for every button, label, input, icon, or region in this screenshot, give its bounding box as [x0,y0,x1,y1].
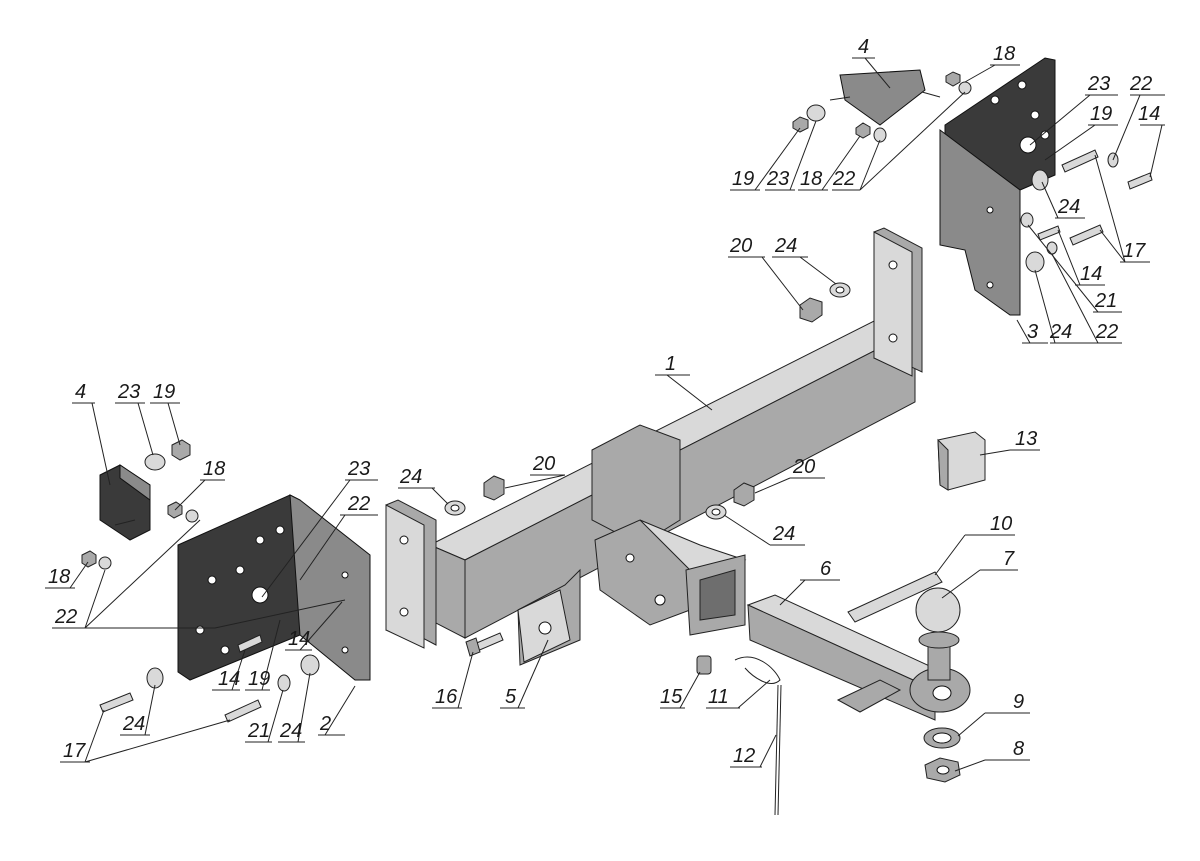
label-24-f: 24 [1057,196,1080,218]
label-19-d: 19 [1090,103,1112,125]
label-23-d: 23 [1087,73,1110,95]
part-labels: 1 2 3 4 4 5 6 7 8 9 10 11 12 13 14 14 14… [48,36,1160,767]
label-22-e: 22 [1095,321,1118,343]
r-clip [734,656,781,684]
left-end-plate [385,499,437,649]
left-hardware [81,439,320,723]
sensor-bracket [517,568,581,666]
right-end-plate [873,227,923,377]
label-14-d: 14 [1080,263,1102,285]
lock-washer [923,727,961,749]
nut-20-right [733,482,755,507]
right-side-bracket [939,57,1056,316]
label-5: 5 [505,686,517,708]
label-18-d: 18 [800,168,822,190]
draw-bar [746,594,971,721]
label-23-a: 23 [117,381,140,403]
label-6: 6 [820,558,832,580]
bolt-16 [465,632,504,657]
label-20-mid: 20 [532,453,555,475]
label-22-a: 22 [54,606,77,628]
leader-lines [45,57,1165,772]
label-17-right: 17 [1123,240,1146,262]
washer-24-top [829,282,851,298]
label-1: 1 [665,353,676,375]
label-16: 16 [435,686,458,708]
label-14-c: 14 [1138,103,1160,125]
label-21-right: 21 [1094,290,1117,312]
label-4-left: 4 [75,381,86,403]
label-24-a: 24 [399,466,422,488]
label-20-right: 20 [792,456,815,478]
label-11: 11 [708,686,729,708]
ball-nut [924,757,961,783]
label-14-a: 14 [218,668,240,690]
label-4-right: 4 [858,36,869,58]
label-19-a: 19 [153,381,175,403]
label-19-b: 19 [248,668,270,690]
label-18-c: 18 [993,43,1015,65]
washer-24-mid [444,500,466,516]
label-15: 15 [660,686,683,708]
label-17-left: 17 [63,740,86,762]
washer-24-right [705,504,727,520]
label-13: 13 [1015,428,1037,450]
label-22-d: 22 [1129,73,1152,95]
label-24-c: 24 [772,523,795,545]
label-19-c: 19 [732,168,754,190]
nut-20-top [799,297,823,323]
label-24-g: 24 [1049,321,1072,343]
label-9: 9 [1013,691,1024,713]
label-18-a: 18 [203,458,225,480]
right-clamp-plate [829,69,941,126]
receiver-bracket [591,424,747,636]
label-7: 7 [1003,548,1015,570]
label-23-c: 23 [766,168,789,190]
label-14-b: 14 [288,628,310,650]
label-10: 10 [990,513,1012,535]
label-24-d: 24 [122,713,145,735]
receiver-cap [937,431,986,491]
plug [696,655,712,675]
label-18-b: 18 [48,566,70,588]
retaining-pin [847,571,943,623]
label-24-e: 24 [279,720,302,742]
label-12: 12 [733,745,755,767]
label-24-b: 24 [774,235,797,257]
label-22-b: 22 [347,493,370,515]
label-3: 3 [1027,321,1038,343]
left-side-bracket [177,494,371,681]
nut-20-mid [483,475,505,501]
label-22-c: 22 [832,168,855,190]
tow-ball [915,587,961,681]
right-hardware [792,71,1153,273]
label-20-top: 20 [729,235,752,257]
label-23-b: 23 [347,458,370,480]
label-21-left: 21 [247,720,270,742]
safety-cable [774,684,782,816]
label-8: 8 [1013,738,1024,760]
label-2: 2 [319,713,331,735]
left-clamp-plate [99,464,151,541]
